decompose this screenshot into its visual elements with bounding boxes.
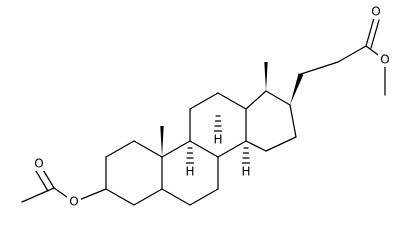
svg-text:H: H — [185, 165, 194, 179]
c9-hydrogen-hash — [185, 147, 195, 164]
c14-hydrogen-hash — [241, 147, 251, 164]
svg-text:O: O — [371, 5, 380, 19]
svg-text:O: O — [34, 157, 43, 171]
c13-methyl-wedge — [264, 62, 268, 91]
c10-methyl-wedge — [160, 126, 164, 157]
ring-a — [105, 140, 163, 206]
c17-side-chain-wedge — [290, 73, 304, 105]
acetoxy-group — [21, 167, 107, 203]
svg-text:O: O — [380, 53, 389, 67]
atom-label-ester-oxygen-right: O — [378, 53, 392, 67]
methyl-ester-chain — [300, 17, 386, 96]
molecule-structure: O O O O H H H — [21, 4, 392, 209]
c8-hydrogen-hash — [213, 115, 223, 132]
svg-text:H: H — [213, 133, 222, 147]
atom-label-carbonyl-oxygen-right: O — [369, 5, 383, 19]
ring-c — [189, 92, 247, 158]
ring-b — [161, 140, 219, 206]
atom-label-carbonyl-oxygen-left: O — [32, 157, 46, 171]
atom-label-h-c14: H — [239, 165, 253, 179]
svg-text:H: H — [241, 165, 250, 179]
atom-label-h-c8: H — [211, 133, 225, 147]
ring-d — [245, 90, 297, 152]
atom-label-ester-oxygen-left: O — [67, 195, 81, 209]
atom-label-h-c9: H — [183, 165, 197, 179]
svg-text:O: O — [69, 195, 78, 209]
